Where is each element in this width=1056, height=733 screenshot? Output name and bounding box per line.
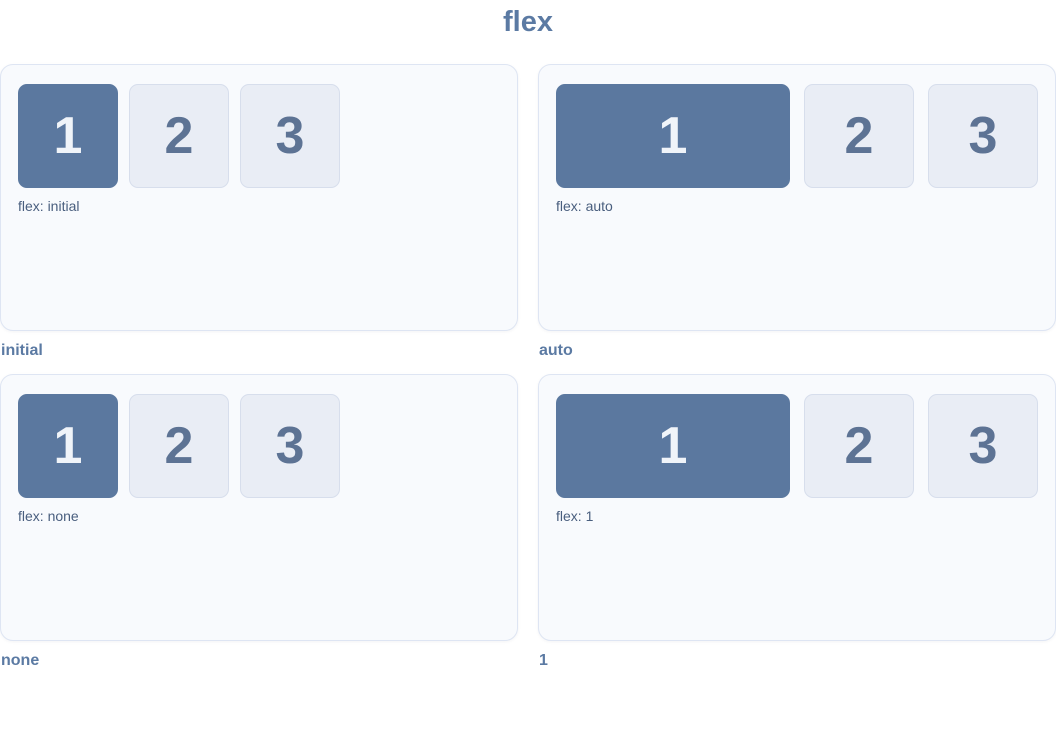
flex-item: 3 [928, 84, 1038, 188]
flex-item-featured: 1 [18, 84, 118, 188]
flex-property-label: flex: 1 [556, 508, 594, 524]
flex-property-label: flex: initial [18, 198, 80, 214]
example-caption: initial [1, 342, 43, 359]
flex-item: 2 [129, 84, 229, 188]
example-caption: auto [539, 342, 573, 359]
flex-item: 3 [240, 394, 340, 498]
flex-property-label: flex: auto [556, 198, 613, 214]
flex-item-featured: 1 [18, 394, 118, 498]
flex-item: 2 [804, 394, 914, 498]
flex-item: 2 [804, 84, 914, 188]
flex-item-featured: 1 [556, 84, 790, 188]
flex-property-label: flex: none [18, 508, 79, 524]
flex-item: 3 [240, 84, 340, 188]
example-caption: none [1, 652, 40, 669]
flex-item-featured: 1 [556, 394, 790, 498]
example-caption: 1 [539, 652, 548, 669]
page-title: flex [503, 6, 553, 38]
flex-item: 2 [129, 394, 229, 498]
flex-item: 3 [928, 394, 1038, 498]
